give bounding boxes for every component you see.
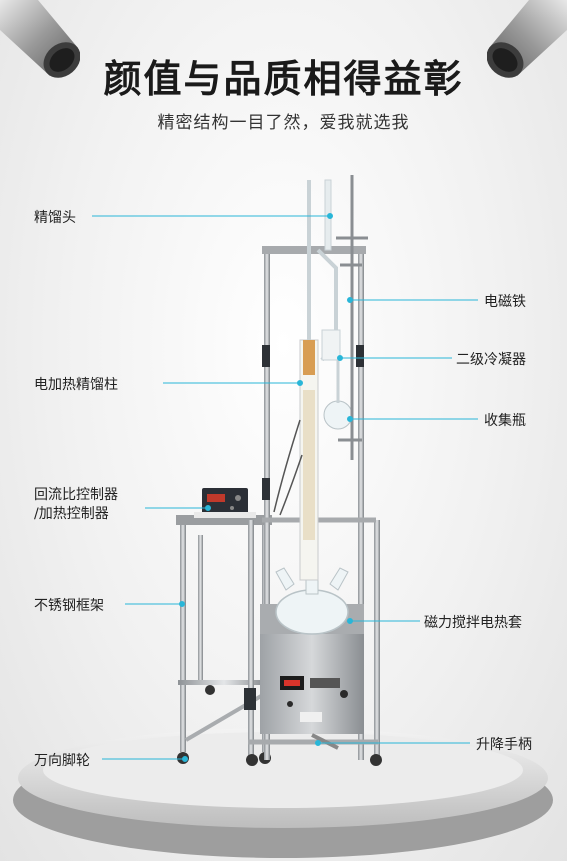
label-electromagnet: 电磁铁 [484, 294, 526, 310]
page-title: 颜值与品质相得益彰 [103, 57, 464, 101]
label-electric-heating-column: 电加热精馏柱 [34, 377, 118, 393]
label-lift-handle: 升降手柄 [476, 737, 532, 753]
distillation-column [273, 175, 368, 581]
label-reflux-controller: 回流比控制器 [34, 487, 118, 503]
label-heating-controller: /加热控制器 [34, 506, 109, 522]
label-collection-bottle: 收集瓶 [484, 413, 526, 429]
reflux-controller-device [194, 488, 256, 518]
label-stainless-frame: 不锈钢框架 [34, 598, 104, 614]
callout-lines [92, 213, 478, 762]
label-magnetic-heating-mantle: 磁力搅拌电热套 [424, 615, 522, 631]
label-distillation-head: 精馏头 [34, 210, 76, 226]
main-steel-frame [244, 246, 382, 766]
pipe-corner-right-icon [487, 0, 567, 78]
label-casters: 万向脚轮 [34, 753, 90, 769]
display-platform [13, 728, 553, 858]
page-subtitle: 精密结构一目了然，爱我就选我 [157, 113, 410, 133]
reaction-flask [275, 567, 349, 635]
controller-stand [176, 515, 272, 764]
label-secondary-condenser: 二级冷凝器 [456, 352, 526, 368]
pipe-corner-left-icon [0, 0, 80, 78]
